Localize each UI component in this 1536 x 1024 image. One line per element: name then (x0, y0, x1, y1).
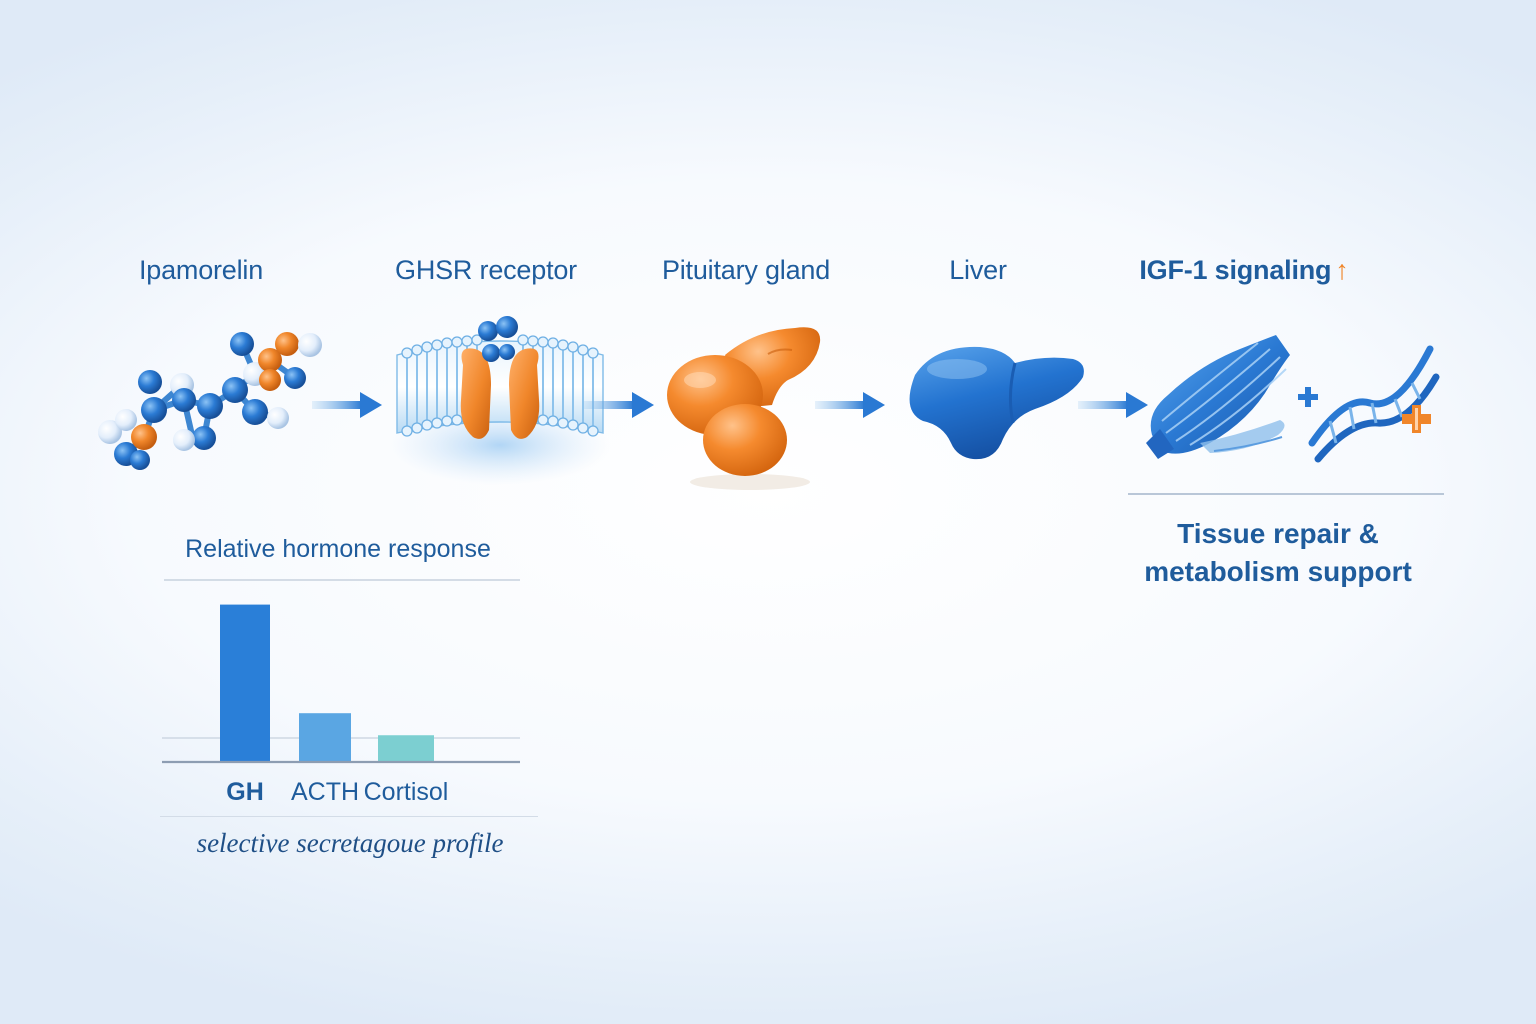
liver-icon (909, 346, 1084, 460)
outcome-line-1: Tissue repair & (1177, 518, 1379, 549)
peptide-molecule-icon (98, 332, 322, 470)
stage-label-pituitary-gland: Pituitary gland (661, 255, 831, 285)
membrane-receptor-icon (390, 316, 610, 485)
outcome-divider (1128, 493, 1444, 495)
stage-label-ipamorelin: Ipamorelin (138, 255, 264, 285)
tick-label-cortisol: Cortisol (364, 778, 449, 806)
chart-caption: selective secretagoue profile (196, 828, 504, 858)
stage-label-liver: Liver (949, 255, 1007, 285)
tick-label-gh: GH (226, 778, 264, 806)
flow-arrow-3 (815, 392, 885, 418)
stage-label-igf1-signaling: IGF-1 signaling↑ (1139, 255, 1349, 286)
bar-cortisol (378, 735, 434, 762)
up-arrow-icon: ↑ (1335, 255, 1349, 285)
chart-title: Relative hormone response (185, 535, 491, 563)
outcome-text: Tissue repair & metabolism support (1144, 515, 1412, 591)
bar-gh (220, 604, 270, 762)
flow-arrow-2 (584, 392, 654, 418)
caption-divider (160, 816, 538, 817)
outcome-line-2: metabolism support (1144, 556, 1412, 587)
stage-label-ghsr-receptor: GHSR receptor (395, 255, 577, 285)
igf1-label-text: IGF-1 signaling (1139, 255, 1332, 285)
pituitary-gland-icon (667, 327, 821, 490)
flow-arrow-1 (312, 392, 382, 418)
tick-label-acth: ACTH (291, 778, 359, 806)
muscle-dna-icon (1146, 335, 1440, 463)
bar-acth (299, 713, 351, 762)
flow-arrow-4 (1078, 392, 1148, 418)
